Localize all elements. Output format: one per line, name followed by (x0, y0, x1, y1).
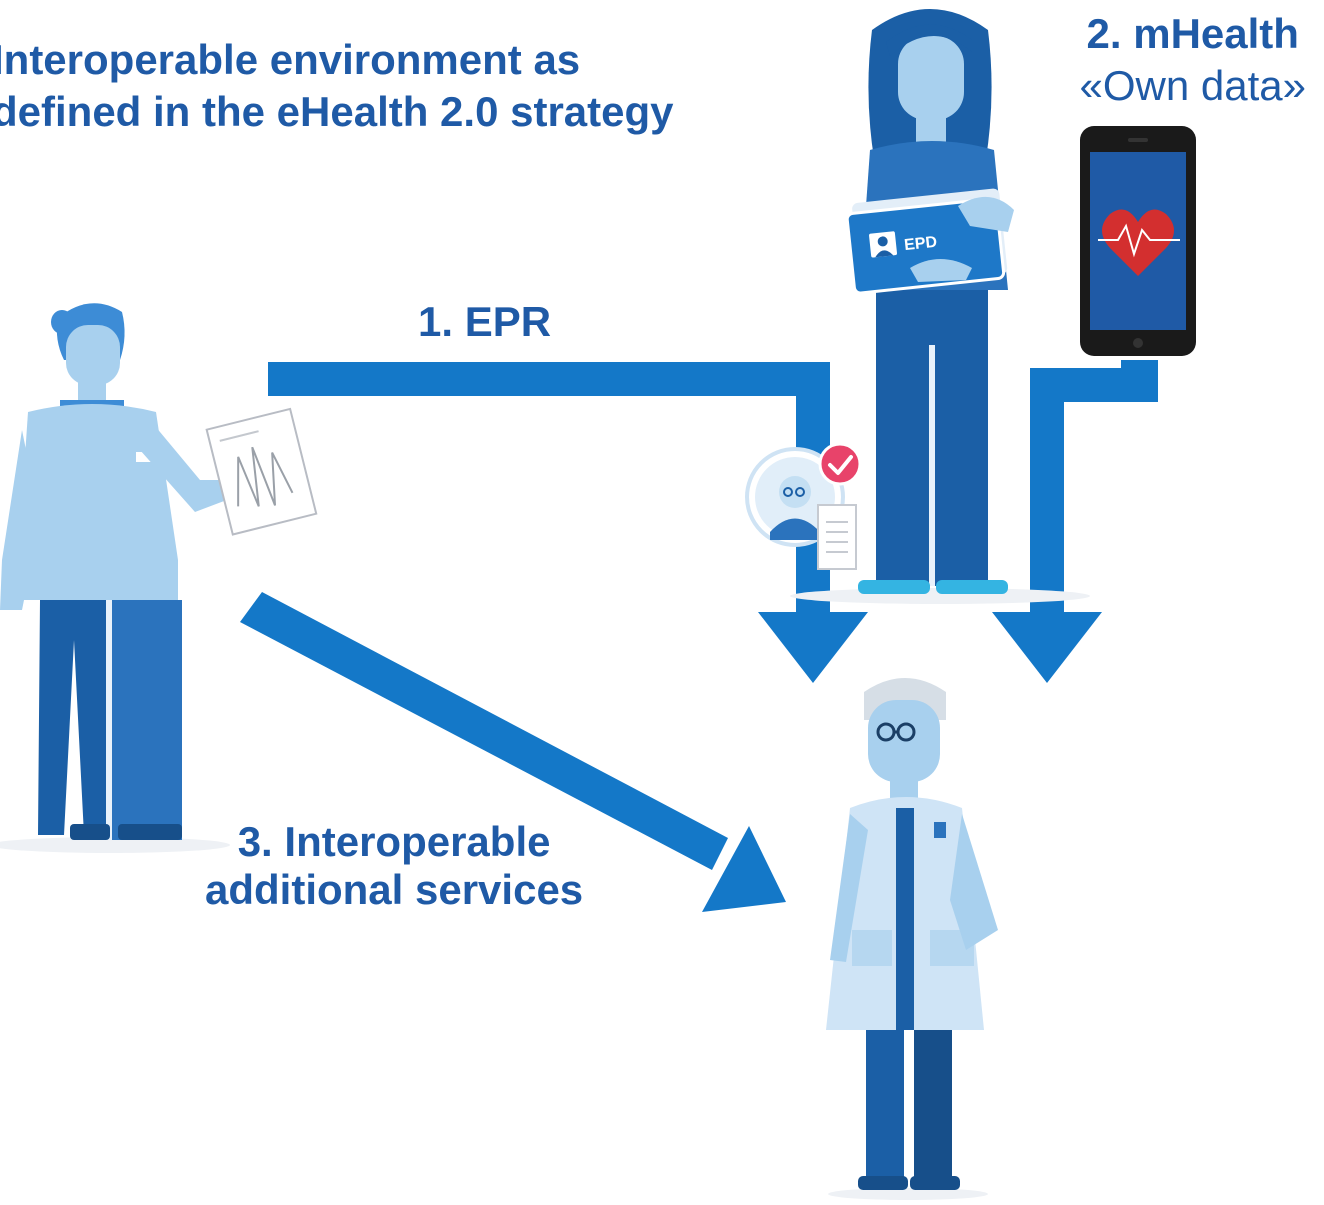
mhealth-arrow (992, 360, 1158, 683)
doctor-figure (826, 678, 998, 1200)
diagram-title: Interoperable environment as defined in … (0, 34, 674, 138)
pharmacist-figure (0, 303, 318, 853)
patient-figure: EPD (790, 9, 1090, 604)
services-label-line-1: 3. Interoperable (237, 818, 551, 865)
checkmark-icon (818, 442, 862, 486)
epd-folder-tag: EPD (903, 234, 938, 254)
epr-label: 1. EPR (418, 298, 552, 345)
title-line-2: defined in the eHealth 2.0 strategy (0, 88, 674, 135)
own-data-label: «Own data» (1079, 62, 1307, 109)
title-line-1: Interoperable environment as (0, 36, 581, 83)
services-label: 3. Interoperable additional services (205, 818, 583, 914)
mhealth-label: 2. mHealth «Own data» (1080, 8, 1307, 112)
verified-doctor-badge (745, 442, 862, 570)
smartphone-heart-icon (1080, 126, 1196, 356)
mhealth-title: 2. mHealth (1086, 10, 1299, 57)
services-arrow (240, 592, 786, 912)
services-label-line-2: additional services (205, 866, 584, 913)
